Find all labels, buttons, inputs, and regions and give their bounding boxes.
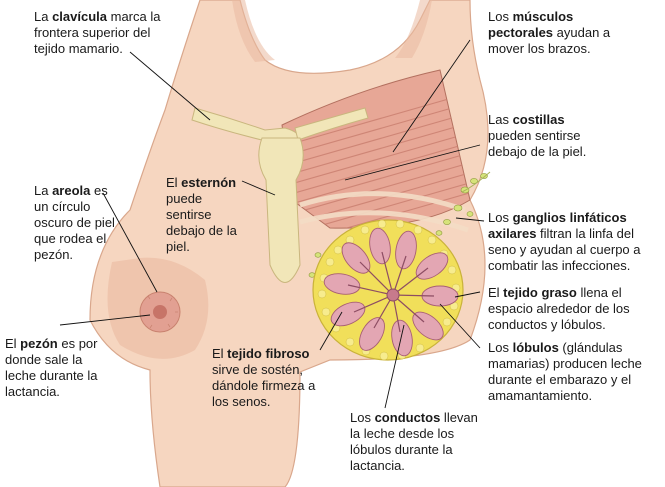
label-musculos-pectorales: Los músculos pectorales ayudan a mover l… (488, 9, 611, 56)
label-costillas: Las costillas pueden sentirse debajo de … (488, 112, 587, 159)
label-esternon: El esternón puede sentirse debajo de la … (166, 175, 237, 254)
term-lobulos: lóbulos (512, 340, 559, 355)
label-clavicula: La clavícula marca la frontera superior … (34, 9, 161, 56)
term-esternon: esternón (181, 175, 237, 190)
label-lobulos: Los lóbulos (glándulas mamarias) produce… (488, 340, 642, 403)
label-areola: La areola es un círculo oscuro de piel q… (34, 183, 115, 262)
term-conductos: conductos (374, 410, 441, 425)
leader-lines (59, 39, 485, 409)
term-areola: areola (52, 183, 91, 198)
label-tejido-graso: El tejido graso llena el espacio alreded… (488, 285, 630, 332)
term-fibroso: tejido fibroso (227, 346, 310, 361)
nipple-shape (153, 305, 167, 319)
label-pezon: El pezón es por donde sale la leche dura… (5, 336, 98, 399)
label-ganglios-linfaticos: Los ganglios linfáticos axilares filtran… (488, 210, 641, 273)
sternum-bone (258, 137, 304, 283)
term-clavicula: clavícula (52, 9, 108, 24)
term-musculos: músculos pectorales (488, 9, 574, 40)
lobules (323, 227, 459, 357)
label-tejido-fibroso: El tejido fibroso sirve de sostén, dándo… (212, 346, 316, 409)
term-ganglios: ganglios linfáticos axilares (488, 210, 627, 241)
term-graso: tejido graso (503, 285, 577, 300)
term-pezon: pezón (20, 336, 58, 351)
term-costillas: costillas (512, 112, 565, 127)
label-conductos: Los conductos llevan la leche desde los … (350, 410, 478, 473)
